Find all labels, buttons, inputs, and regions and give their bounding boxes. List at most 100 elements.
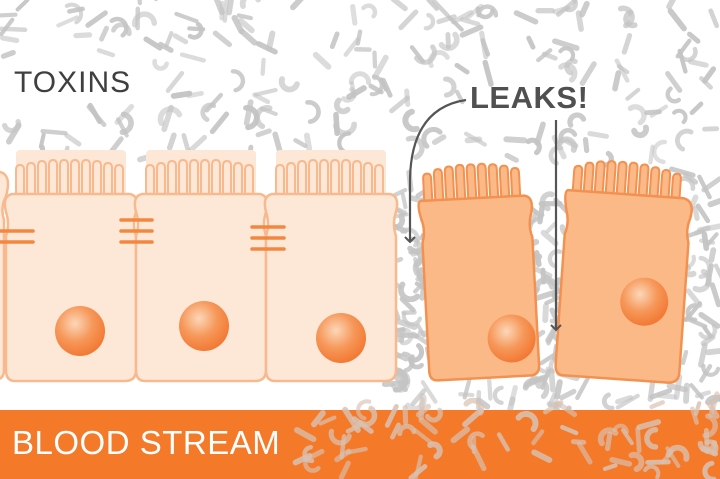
toxin-particle [413,454,423,479]
toxin-particle [694,225,711,236]
toxin-particle [342,406,361,433]
toxin-particle [701,363,720,377]
toxin-particle [667,8,687,32]
toxin-particle [416,323,426,338]
toxin-particle [496,432,510,452]
toxin-particle [413,428,434,446]
toxin-particle [699,364,713,383]
toxin-particle [393,331,420,339]
toxin-particle [697,174,712,200]
epithelial-cells [0,150,693,384]
toxin-particle [328,428,352,446]
toxin-particle [530,265,553,279]
toxin-particle [400,192,408,210]
toxin-particle [254,87,278,97]
toxin-particle [582,137,590,154]
toxin-particle [609,457,633,467]
toxin-particle [689,101,704,116]
toxin-particle [305,100,321,125]
toxins-label: TOXINS [14,66,132,99]
toxin-particle [333,121,358,137]
healthy-cell [0,170,10,381]
toxin-particle [576,441,593,465]
toxin-particle [393,351,409,362]
toxin-particle [341,86,357,103]
toxin-particle [575,10,584,32]
toxin-particle [699,76,713,90]
toxin-particle [587,131,609,139]
toxin-particle [407,343,425,363]
toxin-particle [87,102,103,125]
toxin-particle [487,377,493,401]
toxin-particle [413,44,437,65]
toxin-particle [418,417,438,435]
toxin-particle [531,429,545,446]
nucleus [179,301,229,351]
toxin-particle [390,422,401,440]
toxin-particle [384,404,399,428]
toxin-particle [400,327,414,346]
toxin-particle [540,229,559,247]
toxin-particle [534,277,556,293]
toxin-particle [0,17,15,37]
toxin-particle [161,104,174,133]
toxin-particle [694,390,711,399]
toxin-particle [219,0,225,21]
toxin-particle [350,3,358,26]
toxin-particle [532,288,561,302]
toxin-particle [254,105,273,130]
toxin-particle [612,423,629,435]
toxin-particle [372,50,378,69]
toxin-particle [628,451,645,473]
toxin-particle [356,399,372,421]
toxin-particle [665,71,683,93]
toxin-particle [96,48,116,58]
toxin-particle [200,102,217,122]
toxin-particle [665,446,681,468]
toxin-particle [438,31,460,52]
toxin-particle [616,64,630,75]
toxin-particle [547,392,558,408]
toxin-particle [644,109,662,116]
toxin-particle [470,444,487,472]
toxin-particle [644,427,659,450]
toxin-particle [137,0,159,6]
toxin-particle [705,347,720,356]
toxin-particle [575,376,590,401]
toxin-particle [492,385,504,405]
toxin-particle [424,407,443,423]
toxin-particle [525,137,542,156]
toxin-particle [420,380,438,404]
toxin-particle [542,302,549,324]
toxin-particle [680,349,689,366]
toxin-particle [40,128,68,136]
toxin-particle [109,16,129,38]
toxin-particle [337,131,352,155]
toxin-particle [237,17,255,34]
toxin-particle [339,434,347,460]
damaged-cell [554,160,693,384]
toxin-particle [669,166,696,178]
toxin-particle [392,367,409,393]
toxin-particle [548,145,564,166]
toxin-particle [665,86,682,104]
healthy-cell [250,150,399,383]
toxin-particle [567,112,587,128]
toxin-particle [526,35,536,50]
toxin-particle [579,61,597,86]
toxin-particle [450,426,471,444]
nucleus [487,314,536,363]
toxin-particle [431,134,447,145]
toxin-particle [239,0,262,9]
toxin-particle [708,247,717,263]
toxin-particle [187,21,204,40]
toxin-particle [513,10,539,25]
toxin-particle [390,0,408,12]
toxin-particle [548,368,556,393]
toxin-particle [399,296,416,313]
toxin-particle [260,57,266,76]
toxin-particle [209,111,230,135]
toxin-particle [623,9,638,29]
toxin-particle [675,128,694,152]
toxin-particle [570,439,587,445]
